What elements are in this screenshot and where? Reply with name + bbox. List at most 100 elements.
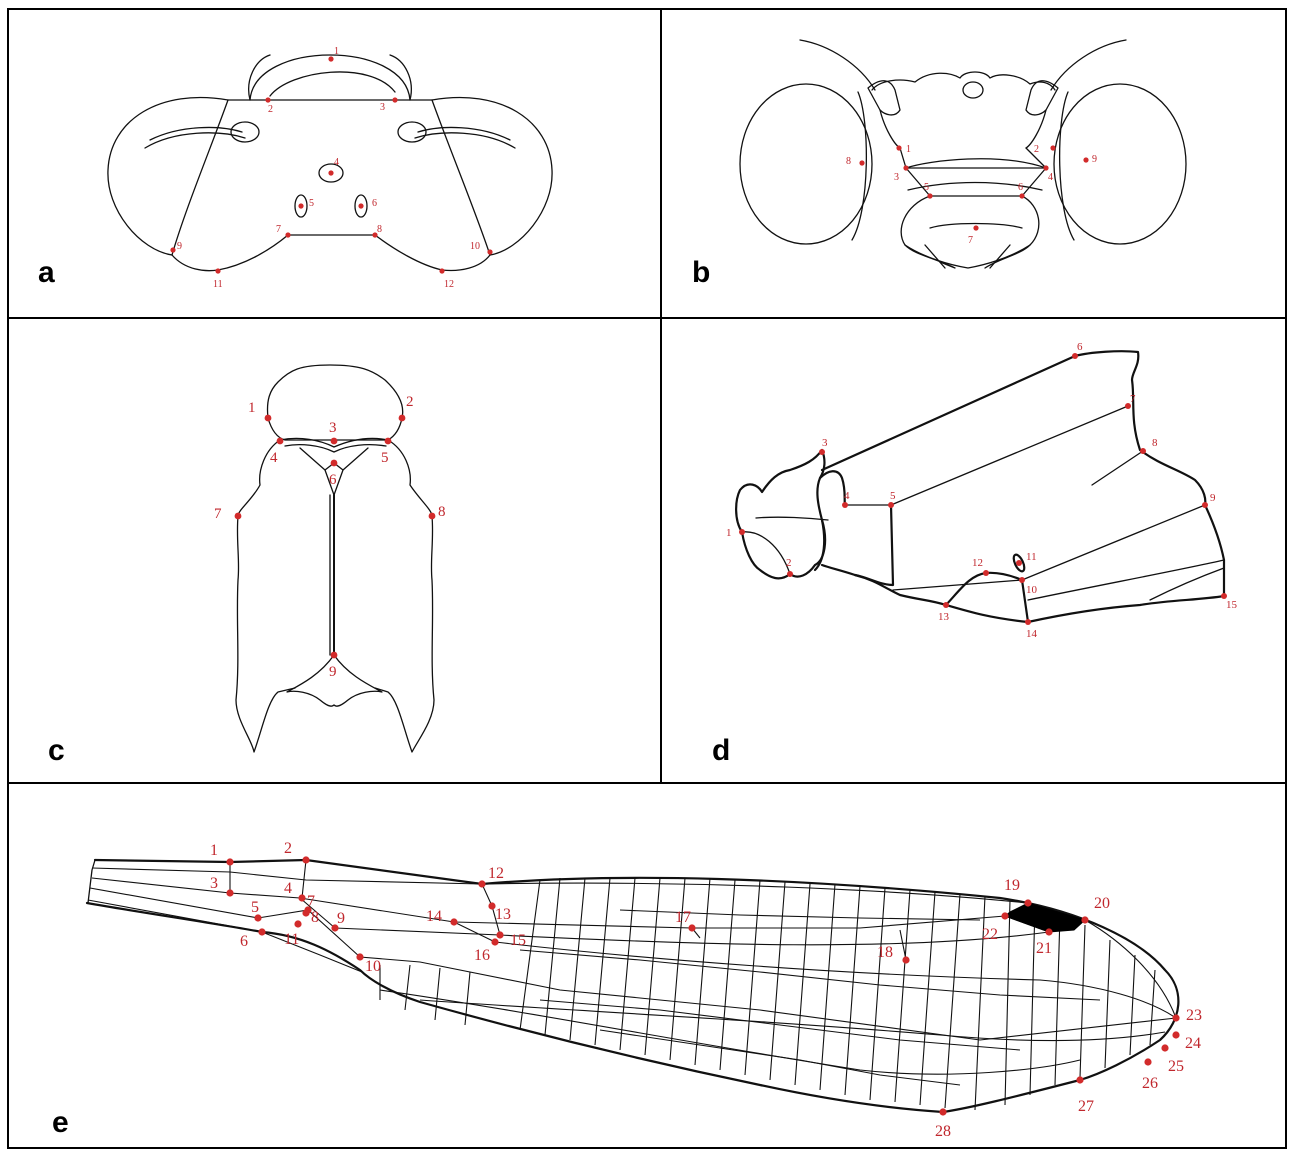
landmark-label: 11 — [213, 279, 223, 290]
landmark-dot — [902, 956, 909, 963]
landmark-dot — [1081, 916, 1088, 923]
landmark-label: 10 — [470, 241, 480, 252]
landmark-dot — [331, 460, 338, 467]
landmark-dot — [235, 513, 242, 520]
landmark-label: 6 — [240, 933, 248, 950]
landmark-label: 10 — [1026, 584, 1038, 596]
landmark-dot — [1019, 193, 1024, 198]
landmark-dot — [258, 928, 265, 935]
landmark-dot — [1161, 1044, 1168, 1051]
panel-c: 1 2 3 4 5 6 7 8 9 c — [48, 365, 446, 767]
landmark-dot — [888, 502, 894, 508]
landmark-dot — [331, 438, 338, 445]
landmark-label: 7 — [276, 224, 281, 235]
landmark-dot — [842, 502, 848, 508]
panel-d-drawing — [736, 351, 1224, 622]
landmark-dot — [973, 225, 978, 230]
landmark-label: 12 — [972, 557, 983, 569]
landmark-dot — [1025, 619, 1031, 625]
landmark-label: 2 — [284, 840, 292, 857]
landmark-dot — [983, 570, 989, 576]
landmark-dot — [496, 931, 503, 938]
landmark-dot — [939, 1108, 946, 1115]
landmark-dot — [302, 909, 309, 916]
landmark-label: 19 — [1004, 877, 1020, 894]
landmark-label: 12 — [444, 279, 454, 290]
landmark-label: 7 — [307, 893, 315, 910]
landmark-label: 3 — [210, 875, 218, 892]
landmark-label: 8 — [311, 909, 319, 926]
landmark-dot — [298, 203, 303, 208]
landmark-label: 9 — [177, 241, 182, 252]
landmark-label: 2 — [406, 394, 414, 410]
landmark-label: 5 — [251, 899, 259, 916]
landmark-dot — [356, 953, 363, 960]
landmark-label: 21 — [1036, 940, 1052, 957]
landmark-label: 1 — [906, 144, 911, 155]
landmark-label: 3 — [822, 437, 828, 449]
panel-letter-a: a — [38, 256, 55, 289]
landmark-label: 22 — [982, 926, 998, 943]
landmark-label: 14 — [426, 908, 442, 925]
landmark-dot — [1083, 157, 1088, 162]
landmark-label: 1 — [726, 527, 732, 539]
landmark-label: 9 — [329, 664, 337, 680]
landmark-label: 15 — [510, 932, 526, 949]
landmark-label: 23 — [1186, 1007, 1202, 1024]
landmark-label: 10 — [365, 958, 381, 975]
landmark-label: 4 — [334, 157, 339, 168]
landmark-label: 5 — [309, 198, 314, 209]
landmark-dot — [1050, 145, 1055, 150]
landmark-label: 4 — [284, 880, 292, 897]
landmark-label: 2 — [1034, 144, 1039, 155]
landmark-label: 7 — [214, 506, 222, 522]
landmark-label: 8 — [1152, 437, 1158, 449]
landmark-dot — [819, 449, 825, 455]
landmark-dot — [277, 438, 284, 445]
landmark-label: 18 — [877, 944, 893, 961]
landmark-label: 2 — [268, 104, 273, 115]
landmark-dot — [331, 652, 338, 659]
landmark-label: 4 — [844, 490, 850, 502]
landmark-label: 7 — [1130, 393, 1136, 405]
landmark-label: 25 — [1168, 1058, 1184, 1075]
landmark-label: 6 — [1077, 341, 1083, 353]
landmark-dot — [927, 193, 932, 198]
landmark-label: 1 — [210, 842, 218, 859]
landmark-dot — [429, 513, 436, 520]
landmark-dot — [1172, 1014, 1179, 1021]
panel-e: 1 2 3 4 5 6 7 8 9 10 11 12 13 1 — [52, 840, 1202, 1140]
landmark-label: 17 — [675, 909, 691, 926]
panel-letter-e: e — [52, 1106, 69, 1139]
landmark-dot — [1202, 502, 1208, 508]
panel-a: 1 2 3 4 5 6 7 8 9 10 11 12 a — [38, 46, 552, 290]
landmark-dot — [896, 145, 901, 150]
landmark-dot — [450, 918, 457, 925]
landmark-dot — [328, 56, 333, 61]
landmark-dot — [358, 203, 363, 208]
landmark-label: 9 — [337, 910, 345, 927]
landmark-label: 11 — [1026, 551, 1037, 563]
landmark-label: 28 — [935, 1123, 951, 1140]
landmark-label: 8 — [846, 156, 851, 167]
landmark-dot — [170, 247, 175, 252]
landmark-label: 26 — [1142, 1075, 1158, 1092]
landmark-dot — [487, 249, 492, 254]
landmark-label: 5 — [381, 450, 389, 466]
landmark-dot — [943, 602, 949, 608]
landmark-label: 5 — [890, 490, 896, 502]
landmark-dot — [1024, 899, 1031, 906]
landmark-dot — [294, 920, 301, 927]
landmark-label: 4 — [1048, 172, 1053, 183]
landmark-label: 4 — [270, 450, 278, 466]
landmark-label: 1 — [334, 46, 339, 57]
landmark-label: 6 — [1018, 182, 1023, 193]
landmark-dot — [226, 889, 233, 896]
landmark-dot — [385, 438, 392, 445]
landmark-dot — [1076, 1076, 1083, 1083]
landmark-dot — [265, 97, 270, 102]
landmark-dot — [478, 880, 485, 887]
landmark-dot — [298, 894, 305, 901]
landmark-dot — [739, 529, 745, 535]
landmark-label: 12 — [488, 865, 504, 882]
